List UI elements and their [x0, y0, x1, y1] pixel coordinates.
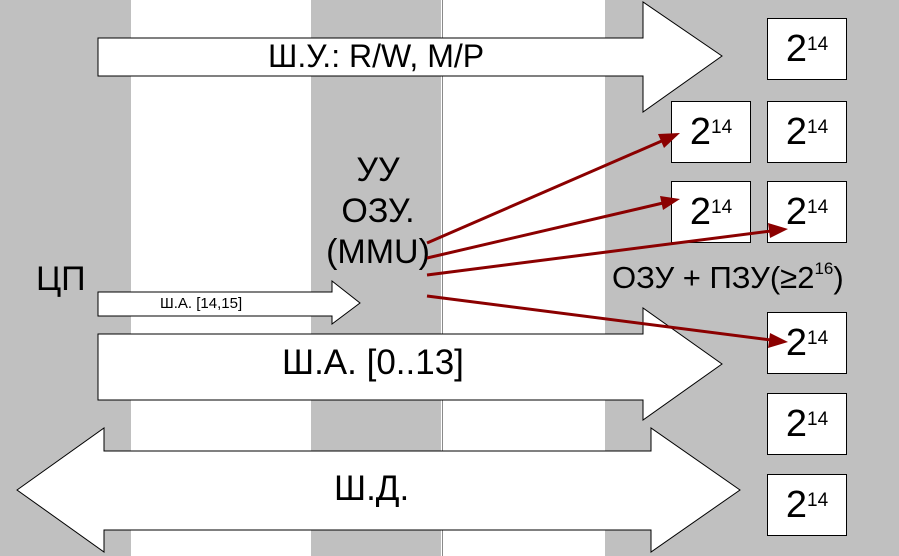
mapping-arrow [426, 138, 665, 245]
memory-label: ОЗУ + ПЗУ(≥216) [612, 258, 844, 295]
mapping-arrow [426, 294, 772, 342]
divider-line [442, 0, 443, 556]
control-bus-arrow [97, 1, 723, 113]
address-low-bus-arrow [97, 307, 723, 421]
mmu-label: УУ ОЗУ. (MMU) [322, 150, 434, 273]
data-bus-arrow [16, 427, 741, 553]
address-high-bus-label: Ш.А. [14,15] [160, 295, 243, 312]
mmu-label-line3: (MMU) [326, 233, 430, 271]
mmu-label-line1: УУ [356, 151, 400, 189]
data-bus-label: Ш.Д. [334, 469, 410, 508]
address-high-bus-arrow [97, 279, 361, 325]
mmu-label-line2: ОЗУ. [341, 192, 415, 230]
address-low-bus-label: Ш.А. [0..13] [282, 343, 464, 382]
mapping-arrow [426, 229, 772, 277]
arrowhead-icon [660, 196, 680, 210]
mapping-arrow [426, 201, 664, 260]
arrowhead-icon [768, 333, 788, 348]
arrowhead-icon [768, 223, 788, 238]
control-bus-label: Ш.У.: R/W, M/P [268, 38, 485, 74]
arrowhead-icon [658, 133, 680, 148]
cpu-label: ЦП [36, 260, 86, 298]
